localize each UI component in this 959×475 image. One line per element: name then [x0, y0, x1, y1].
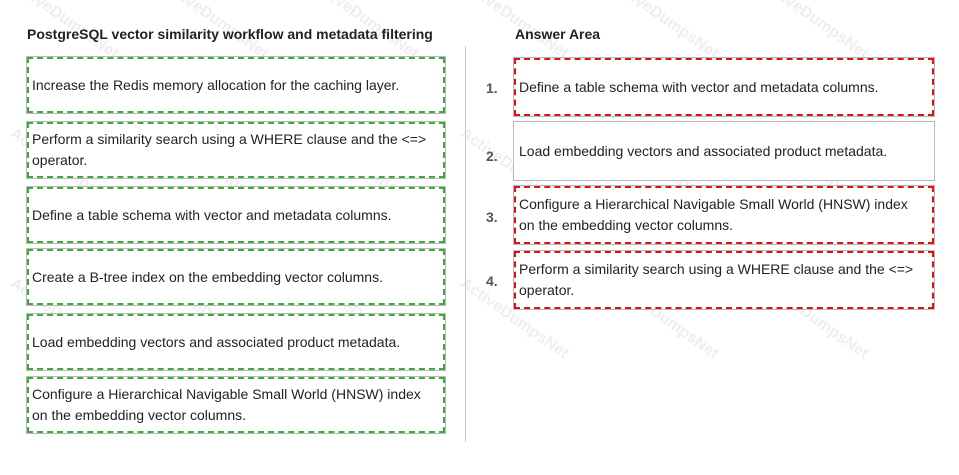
answer-slot-number: 3.	[486, 209, 498, 225]
watermark-text: ActiveDumpsNet	[606, 0, 722, 63]
panel-divider	[465, 46, 466, 442]
source-item-label: Load embedding vectors and associated pr…	[32, 333, 401, 350]
source-item[interactable]: Configure a Hierarchical Navigable Small…	[26, 376, 446, 434]
source-item-label: Increase the Redis memory allocation for…	[32, 76, 400, 93]
watermark-text: ActiveDumpsNet	[756, 0, 872, 63]
source-item-label: Create a B-tree index on the embedding v…	[32, 268, 383, 285]
answer-slot[interactable]: Configure a Hierarchical Navigable Small…	[513, 185, 935, 245]
source-item-label: Define a table schema with vector and me…	[32, 206, 392, 223]
source-item-label: Configure a Hierarchical Navigable Small…	[32, 386, 421, 423]
source-item[interactable]: Increase the Redis memory allocation for…	[26, 56, 446, 114]
answer-slot-number: 2.	[486, 148, 498, 164]
answer-slot[interactable]: Perform a similarity search using a WHER…	[513, 250, 935, 310]
source-item[interactable]: Perform a similarity search using a WHER…	[26, 121, 446, 179]
source-item[interactable]: Load embedding vectors and associated pr…	[26, 313, 446, 371]
answer-slot[interactable]: Load embedding vectors and associated pr…	[513, 121, 935, 181]
source-item[interactable]: Define a table schema with vector and me…	[26, 186, 446, 244]
source-item[interactable]: Create a B-tree index on the embedding v…	[26, 248, 446, 306]
source-panel-title: PostgreSQL vector similarity workflow an…	[27, 26, 433, 42]
answer-slot-label: Define a table schema with vector and me…	[519, 78, 879, 95]
answer-slot[interactable]: Define a table schema with vector and me…	[513, 57, 935, 117]
answer-slot-label: Configure a Hierarchical Navigable Small…	[519, 196, 908, 233]
answer-slot-label: Load embedding vectors and associated pr…	[519, 142, 888, 159]
answer-slot-number: 1.	[486, 80, 498, 96]
answer-area-title: Answer Area	[515, 26, 601, 42]
answer-slot-number: 4.	[486, 273, 498, 289]
answer-slot-label: Perform a similarity search using a WHER…	[519, 261, 914, 298]
source-item-label: Perform a similarity search using a WHER…	[32, 131, 427, 168]
